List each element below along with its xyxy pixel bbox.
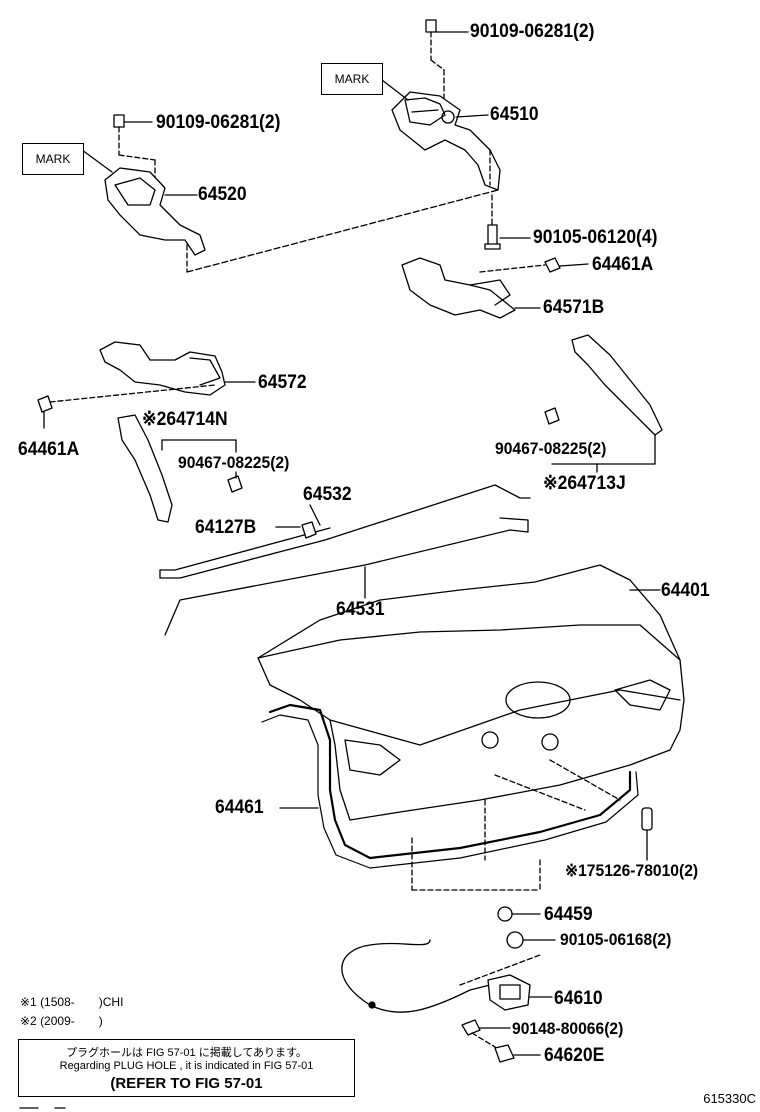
note-2: ※2 (2009- ) (20, 1014, 103, 1028)
rod-64532 (159, 484, 531, 579)
bolt-90109-left (113, 114, 156, 186)
bolt-90105-06120 (484, 194, 531, 250)
note-1: ※1 (1508- )CHI (20, 995, 124, 1009)
label-64459: 64459 (544, 904, 593, 925)
hinge-64510 (391, 91, 501, 191)
clip-64127B (275, 521, 317, 539)
nut-64459 (497, 906, 541, 922)
trim-64714N (117, 414, 237, 523)
label-64572: 64572 (258, 372, 307, 393)
label-64571B: 64571B (543, 297, 605, 318)
label-64532: 64532 (303, 484, 352, 505)
reference-box: プラグホールは FIG 57-01 に掲載してあります。 Regarding P… (18, 1039, 355, 1097)
label-64461A-right: 64461A (592, 254, 654, 275)
label-64531: 64531 (336, 599, 385, 620)
bracket-64572 (49, 341, 256, 403)
label-64713J: ※264713J (543, 473, 626, 494)
label-64620E: 64620E (544, 1045, 605, 1066)
reference-line-refer: (REFER TO FIG 57-01 (110, 1075, 263, 1092)
bolt-90105-06168 (506, 931, 556, 949)
label-90109-06281-left: 90109-06281(2) (156, 112, 281, 133)
screw-90148 (461, 1019, 511, 1051)
label-90109-06281-top: 90109-06281(2) (470, 21, 595, 42)
clip-64461A-left (37, 395, 53, 429)
label-90105-06120: 90105-06120(4) (533, 227, 658, 248)
hinge-64520 (104, 167, 499, 273)
rod-64531 (164, 517, 529, 636)
label-90148-80066: 90148-80066(2) (512, 1019, 624, 1038)
bracket-64571B (401, 257, 589, 319)
label-75126-78010: ※175126-78010(2) (565, 861, 699, 880)
clip-90467-right (544, 407, 560, 425)
lock-64610 (341, 939, 553, 1013)
reference-line-en: Regarding PLUG HOLE , it is indicated in… (59, 1060, 314, 1072)
mark-box-left: MARK (22, 143, 84, 175)
clip-90467-left (227, 471, 243, 493)
trunk-lid-64401 (257, 564, 685, 821)
switch-64620E (494, 1044, 541, 1063)
label-64520: 64520 (198, 184, 247, 205)
stopper-75126 (641, 807, 653, 861)
trim-64713J (551, 334, 663, 473)
bolt-90109-top (425, 19, 469, 99)
dashed-guides (411, 759, 621, 891)
label-64461: 64461 (215, 797, 264, 818)
figure-code: 615330C (703, 1091, 756, 1106)
label-90467-08225-right: 90467-08225(2) (495, 439, 607, 458)
label-64714N: ※264714N (142, 409, 228, 430)
label-64461A-left: 64461A (18, 439, 80, 460)
label-64401: 64401 (661, 580, 710, 601)
label-64510: 64510 (490, 104, 539, 125)
weatherstrip-64461 (261, 703, 639, 869)
label-64610: 64610 (554, 988, 603, 1009)
mark-box-top: MARK (321, 63, 383, 95)
label-90467-08225-left: 90467-08225(2) (178, 453, 290, 472)
label-64127B: 64127B (195, 517, 257, 538)
label-90105-06168: 90105-06168(2) (560, 930, 672, 949)
reference-line-jp: プラグホールは FIG 57-01 に掲載してあります。 (66, 1047, 307, 1059)
